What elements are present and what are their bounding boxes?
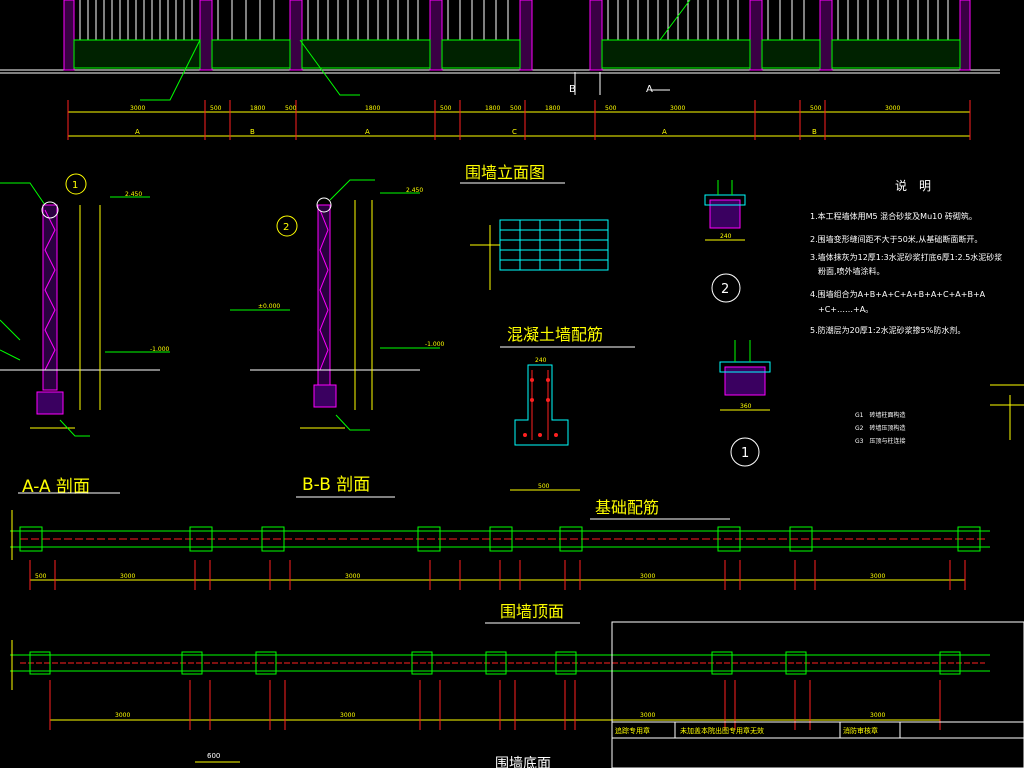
callout-2-label: 2 bbox=[283, 222, 289, 233]
note-3b: 粉面,喷外墙涂料。 bbox=[810, 266, 885, 276]
top-seg-2: B bbox=[250, 128, 255, 136]
note-4b: +C+……+A。 bbox=[810, 305, 873, 314]
aa-section-drawing: 1 2.450 -1.000 A-A 剖面 bbox=[0, 173, 170, 497]
top-dim-1: 3000 bbox=[130, 105, 145, 112]
wall-rebar-detail: 混凝土墙配筋 500 240 基础配筋 bbox=[500, 325, 730, 520]
aa-elev-mid: -1.000 bbox=[150, 346, 170, 353]
legend-g3: G3 压顶与柱连接 bbox=[855, 437, 905, 445]
top-dim-12: 500 bbox=[810, 105, 822, 112]
title-block-cell-3: 消防审核章 bbox=[843, 726, 878, 735]
top-dim-10: 500 bbox=[605, 105, 617, 112]
strip2-dim-b: 3000 bbox=[340, 712, 355, 719]
strip1-dim-a: 500 bbox=[35, 573, 47, 580]
foundation-rebar-title: 基础配筋 bbox=[595, 498, 659, 517]
callout-1-label: 1 bbox=[72, 180, 78, 191]
top-dim-3: 1800 bbox=[250, 105, 265, 112]
detail-2-number: 2 bbox=[721, 282, 729, 297]
legend-g2: G2 砖墙压顶构造 bbox=[855, 424, 905, 432]
top-view-title: 围墙顶面 bbox=[500, 602, 564, 621]
section-mark-a: A bbox=[646, 84, 653, 95]
note-2: 2.围墙变形缝间距不大于50米,从基础断面断开。 bbox=[810, 234, 982, 244]
top-dim-4: 500 bbox=[285, 105, 297, 112]
top-seg-6: B bbox=[812, 128, 817, 136]
top-dim-7: 1800 bbox=[485, 105, 500, 112]
wall-plan-strip-2: 3000 3000 3000 3000 600 围墙底面 bbox=[10, 640, 990, 768]
elevation-title: 围墙立面图 bbox=[465, 163, 545, 182]
detail-2-cap: 240 2 bbox=[704, 180, 746, 303]
title-block-cell-2: 未加盖本院出图专用章无效 bbox=[680, 726, 764, 735]
bb-elev-low: -1.000 bbox=[425, 341, 445, 348]
detail-1-circle bbox=[730, 437, 760, 467]
top-seg-1: A bbox=[135, 128, 140, 136]
note-3: 3.墙体抹灰为12厚1:3水泥砂浆打底6厚1:2.5水泥砂浆 bbox=[810, 252, 1002, 262]
title-block-cell-1: 追踪专用章 bbox=[615, 726, 650, 735]
wall-plan-strip-1: 500 3000 3000 3000 3000 围墙顶面 bbox=[10, 510, 990, 624]
note-5: 5.防潮层为20厚1:2水泥砂浆掺5%防水剂。 bbox=[810, 325, 965, 335]
top-dim-13: 3000 bbox=[885, 105, 900, 112]
detail-1-number: 1 bbox=[741, 446, 749, 461]
strip2-dim-c: 3000 bbox=[640, 712, 655, 719]
detail-2-circle bbox=[711, 273, 741, 303]
rebar-dim-500: 500 bbox=[538, 483, 550, 490]
top-seg-4: C bbox=[512, 128, 517, 136]
detail-1-cap: 360 1 bbox=[719, 340, 771, 467]
top-dim-2: 500 bbox=[210, 105, 222, 112]
top-dim-9: 1800 bbox=[545, 105, 560, 112]
bb-elev-mid: ±0.000 bbox=[258, 303, 280, 310]
aa-elev-top: 2.450 bbox=[125, 191, 142, 198]
bottom-cut-title: 围墙底面 bbox=[495, 756, 551, 768]
aa-section-title: A-A 剖面 bbox=[22, 477, 90, 497]
rebar-dim-240: 240 bbox=[535, 357, 547, 364]
strip1-dim-e: 3000 bbox=[870, 573, 885, 580]
top-dim-8: 500 bbox=[510, 105, 522, 112]
top-seg-3: A bbox=[365, 128, 370, 136]
strip1-dim-d: 3000 bbox=[640, 573, 655, 580]
note-1: 1.本工程墙体用M5 混合砂浆及Mu10 砖砌筑。 bbox=[810, 211, 977, 221]
section-mark-b: B bbox=[569, 84, 576, 95]
detail-1-dim: 360 bbox=[740, 403, 752, 410]
top-dim-5: 1800 bbox=[365, 105, 380, 112]
top-seg-5: A bbox=[662, 128, 667, 136]
strip2-dim-a: 3000 bbox=[115, 712, 130, 719]
strip1-dim-c: 3000 bbox=[345, 573, 360, 580]
title-block: 追踪专用章 未加盖本院出图专用章无效 消防审核章 bbox=[611, 621, 1024, 768]
top-dim-11: 3000 bbox=[670, 105, 685, 112]
wall-rebar-title: 混凝土墙配筋 bbox=[507, 325, 603, 344]
bb-section-title: B-B 剖面 bbox=[302, 475, 370, 495]
bb-elev-top: 2.450 bbox=[406, 187, 423, 194]
note-4: 4.围墙组合为A+B+A+C+A+B+A+C+A+B+A bbox=[810, 289, 986, 299]
detail-callout-2 bbox=[276, 215, 298, 237]
detail-callout-1 bbox=[65, 173, 87, 195]
bb-section-drawing: 2 2.450 ±0.000 -1.000 B-B 剖面 bbox=[230, 179, 445, 498]
notes-heading: 说 明 bbox=[895, 178, 931, 193]
dim-600: 600 bbox=[207, 752, 220, 760]
legend-g1: G1 砖墙柱面构造 bbox=[855, 411, 905, 419]
top-elevation: B A 3000 500 1800 500 1800 500 1800 500 … bbox=[0, 0, 1000, 140]
strip1-dim-b: 3000 bbox=[120, 573, 135, 580]
notes-panel: 说 明 1.本工程墙体用M5 混合砂浆及Mu10 砖砌筑。 2.围墙变形缝间距不… bbox=[810, 178, 1024, 445]
elevation-detail: 围墙立面图 bbox=[460, 163, 609, 290]
strip2-dim-d: 3000 bbox=[870, 712, 885, 719]
detail-2-dim: 240 bbox=[720, 233, 732, 240]
top-dim-6: 500 bbox=[440, 105, 452, 112]
